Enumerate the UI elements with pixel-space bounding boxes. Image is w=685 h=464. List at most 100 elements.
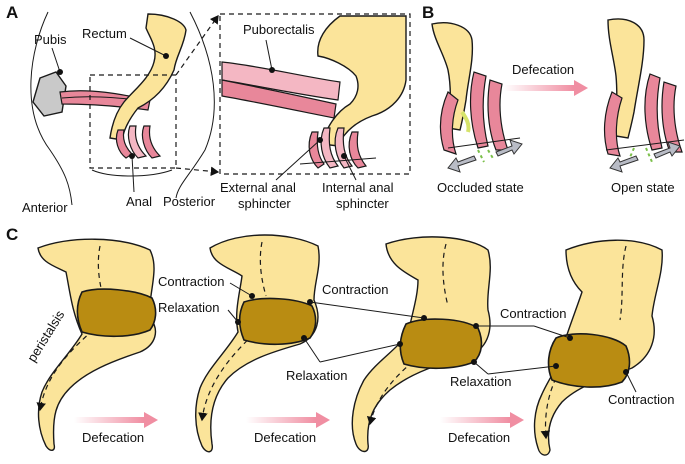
occluded-green-2 (487, 149, 495, 161)
label-occluded: Occluded state (437, 180, 524, 195)
label-internal-1: Internal anal (322, 180, 394, 195)
occluded-arrow-left (447, 155, 477, 173)
label-internal-2: sphincter (336, 196, 389, 211)
label-pubis: Pubis (34, 32, 67, 47)
stage-2 (195, 234, 320, 453)
dot-pubis (57, 69, 63, 75)
pubis-bone (32, 71, 67, 117)
zoom-line-bottom (175, 166, 220, 177)
panel-b: B Defecation Occlude (422, 3, 685, 195)
occluded-arrow-right (495, 139, 523, 157)
leader-puborectalis (265, 39, 273, 71)
dot-internal (341, 153, 347, 159)
leader-contraction-3b (533, 325, 571, 339)
path-stage-1a (97, 245, 105, 301)
label-relaxation-1: Relaxation (158, 300, 219, 315)
stool-stage-3 (399, 318, 483, 370)
label-contraction-4: Contraction (608, 392, 674, 407)
open-baseline (605, 139, 685, 151)
leader-anal (131, 155, 135, 193)
panel-c-label: C (6, 225, 18, 244)
defecation-arrow-c3 (440, 412, 524, 428)
occluded-green-1 (477, 149, 485, 163)
path-stage-4a (619, 245, 627, 321)
leader-contraction-2 (309, 301, 425, 319)
dot-external (317, 137, 323, 143)
leader-internal (343, 155, 357, 181)
label-posterior: Posterior (163, 194, 216, 209)
label-open: Open state (611, 180, 675, 195)
open-green-2 (645, 147, 653, 163)
stage-4 (533, 239, 663, 456)
path-stage-2a (259, 241, 267, 297)
occluded-contact (460, 110, 471, 133)
label-contraction-1: Contraction (158, 274, 224, 289)
panel-a-label: A (6, 3, 18, 22)
dot-anal (129, 153, 135, 159)
path-stage-4b (540, 369, 561, 440)
posterior-body-outline (175, 11, 215, 199)
occluded-muscle-left (439, 91, 459, 155)
occluded-rectum (431, 22, 474, 131)
label-anal: Anal (126, 194, 152, 209)
external-sphincter-zoom-2 (348, 131, 368, 169)
leader-pubis (51, 47, 61, 73)
perineum-outline (91, 169, 173, 177)
anal-margin-line (299, 157, 377, 165)
external-sphincter-a-2 (141, 125, 162, 159)
stage-3 (351, 236, 491, 453)
open-state-diagram (603, 18, 685, 173)
occluded-baseline (447, 137, 521, 149)
label-defecation-c3: Defecation (448, 430, 510, 445)
panel-a: A Pubis Rectum Anterior Anal Posterior (6, 3, 220, 215)
panel-a-zoom: Puborectalis External anal sphincter Int… (219, 13, 411, 211)
leader-relaxation-2a (303, 337, 321, 363)
leader-relaxation-2b (319, 343, 401, 363)
occluded-state-diagram (431, 22, 523, 173)
leader-contraction-4 (625, 371, 637, 393)
occluded-muscle-mid (469, 71, 489, 149)
rectum-shape-a (109, 13, 187, 141)
dot-rectum (163, 53, 169, 59)
leader-rectum (129, 37, 167, 57)
label-anterior: Anterior (22, 200, 68, 215)
leader-external (275, 139, 321, 181)
open-arrow-right (653, 141, 681, 159)
dot-puborectalis (269, 67, 275, 73)
label-external-2: sphincter (238, 196, 291, 211)
label-relaxation-3: Relaxation (450, 374, 511, 389)
leader-relaxation-3b (487, 365, 557, 375)
open-muscle-right (661, 81, 683, 153)
label-peristalsis: peristalsis (24, 307, 68, 364)
label-contraction-2: Contraction (322, 282, 388, 297)
leader-relaxation-1 (227, 309, 239, 323)
label-defecation-c2: Defecation (254, 430, 316, 445)
label-external-1: External anal (220, 180, 296, 195)
leader-contraction-1 (229, 282, 253, 297)
stool-stage-4 (547, 333, 631, 388)
label-puborectalis: Puborectalis (243, 22, 315, 37)
zoom-line-top (175, 15, 219, 76)
label-relaxation-2: Relaxation (286, 368, 347, 383)
leader-relaxation-3a (473, 361, 489, 375)
label-defecation-b: Defecation (512, 62, 574, 77)
open-arrow-left (609, 155, 639, 173)
open-muscle-mid (644, 73, 663, 151)
puborectalis-upper (221, 61, 341, 101)
label-rectum: Rectum (82, 26, 127, 41)
panel-c: C peristalsis Defecation Contraction Rel… (6, 225, 674, 456)
zoom-box-large (219, 13, 411, 175)
path-stage-3a (442, 243, 449, 307)
internal-sphincter-zoom-2 (334, 127, 354, 169)
defecation-arrow-b (504, 80, 588, 96)
defecation-arrow-c2 (246, 412, 330, 428)
panel-b-label: B (422, 3, 434, 22)
defecation-arrow-c1 (74, 412, 158, 428)
label-contraction-3: Contraction (500, 306, 566, 321)
stool-stage-2 (238, 297, 317, 346)
open-muscle-left (603, 91, 623, 157)
rectum-shape-zoom (317, 15, 407, 147)
stage-1 (36, 238, 157, 451)
path-stage-2b (198, 333, 255, 422)
